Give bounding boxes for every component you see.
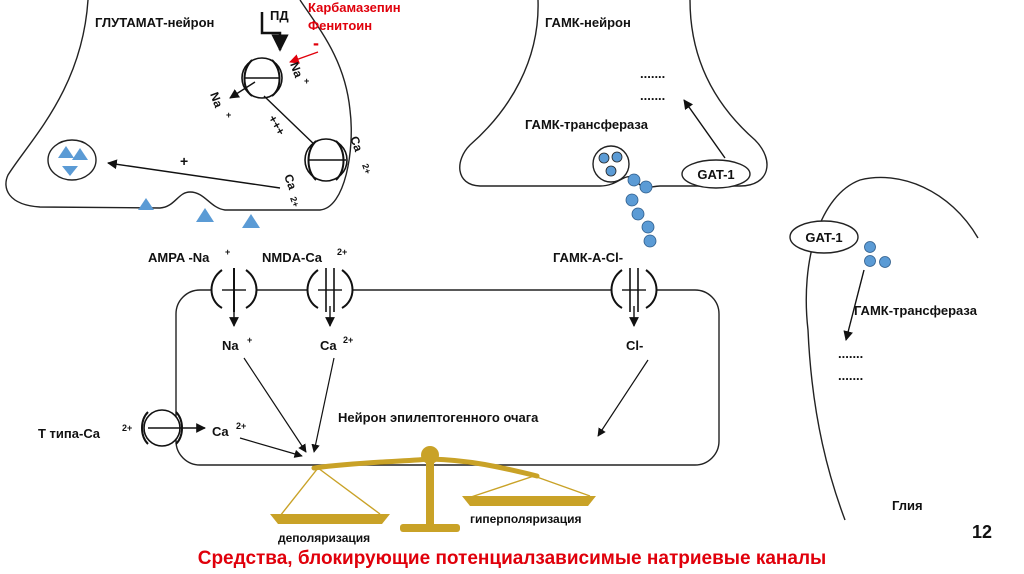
ca-to-vesicle-arrow	[107, 159, 281, 189]
gaba-dots-2: .......	[640, 88, 665, 103]
na-to-balance-arrow	[243, 357, 307, 453]
depolarization-link	[263, 95, 319, 149]
glutamate-vesicle	[47, 139, 97, 181]
epileptogenic-neuron-label: Нейрон эпилептогенного очага	[338, 410, 539, 425]
gaba-dots-1: .......	[640, 66, 665, 81]
na-left-sup: +	[226, 110, 231, 120]
nmda-receptor-sup: 2+	[337, 247, 347, 257]
gaba-neuron-title: ГАМК-нейрон	[545, 15, 631, 30]
pd-label: ПД	[270, 8, 289, 23]
drug-inhibition-arrow	[289, 51, 319, 64]
ampa-receptor-label: AMPA -Na	[148, 250, 210, 265]
na-top-sup: +	[304, 76, 309, 86]
ca-right-label: Ca	[347, 134, 366, 154]
gaba-a-receptor-label: ГАМК-А-Cl-	[553, 250, 623, 265]
t-type-ca-label: Т типа-Ca	[38, 426, 101, 441]
na-top-label: Na	[287, 60, 306, 80]
gaba-transferase-label: ГАМК-трансфераза	[525, 117, 649, 132]
post-na-label: Na	[222, 338, 239, 353]
glia-label: Глия	[892, 498, 923, 513]
gaba-vesicle	[592, 145, 630, 183]
plus-label: +	[180, 153, 188, 169]
post-ca-sup: 2+	[343, 335, 353, 345]
nmda-channel-icon	[306, 268, 354, 312]
gaba-molecule	[864, 241, 876, 253]
page-number: 12	[972, 522, 992, 542]
ca-channel-icon	[304, 138, 348, 182]
glia-dots-2: .......	[838, 368, 863, 383]
gaba-molecule	[627, 173, 641, 187]
na-left-label: Na	[207, 90, 226, 110]
gat1-to-transferase-arrow	[683, 99, 726, 159]
depolarization-label: деполяризация	[278, 531, 370, 545]
glutamate-molecule	[196, 208, 214, 222]
nmda-receptor-label: NMDA-Ca	[262, 250, 323, 265]
post-na-sup: +	[247, 335, 252, 345]
post-cl-label: Cl-	[626, 338, 643, 353]
gaba-a-channel-icon	[610, 268, 658, 312]
drug-carbamazepine: Карбамазепин	[308, 0, 401, 15]
glutamate-neuron-outline	[5, 0, 352, 211]
t-ca-sup: 2+	[236, 421, 246, 431]
ampa-channel-icon	[210, 268, 258, 312]
ca-bottom-sup: 2+	[288, 195, 301, 208]
tca-to-balance-arrow	[239, 437, 303, 458]
ampa-receptor-sup: +	[225, 247, 230, 257]
ca-to-balance-arrow	[311, 357, 335, 453]
glutamate-neuron-title: ГЛУТАМАТ-нейрон	[95, 15, 214, 30]
gaba-molecule	[643, 234, 657, 248]
na-channel-icon	[241, 57, 283, 99]
glia-transferase-label: ГАМК-трансфераза	[854, 303, 978, 318]
glia-uptake-arrow	[843, 269, 865, 341]
gaba-molecule	[641, 220, 655, 234]
gaba-molecule	[879, 256, 891, 268]
post-ca-label: Ca	[320, 338, 337, 353]
t-ca-label: Ca	[212, 424, 229, 439]
hyperpolarization-label: гиперполяризация	[470, 512, 581, 526]
glia-dots-1: .......	[838, 346, 863, 361]
drug-minus-sign: -	[313, 33, 319, 53]
gat1-glia-label: GAT-1	[805, 230, 842, 245]
drug-phenytoin: Фенитоин	[308, 18, 372, 33]
cl-to-membrane-arrow	[597, 359, 649, 437]
balance-scale-icon	[270, 446, 596, 532]
ca-right-sup: 2+	[360, 162, 373, 175]
pd-step-arrow	[260, 12, 289, 52]
gat1-neuron-bubble	[681, 159, 751, 189]
gaba-molecule	[625, 193, 639, 207]
glutamate-molecule	[242, 214, 260, 228]
na-influx-arrow	[229, 81, 256, 99]
postsynaptic-neuron-outline	[175, 289, 720, 466]
gat1-glia-bubble	[789, 220, 859, 254]
glutamate-molecule	[138, 198, 154, 210]
ca-bottom-label: Ca	[281, 172, 300, 192]
gaba-molecule	[864, 255, 876, 267]
gaba-molecule	[639, 180, 653, 194]
t-type-ca-sup: 2+	[122, 423, 132, 433]
gat1-neuron-label: GAT-1	[697, 167, 734, 182]
slide-footer-title: Средства, блокирующие потенциалзависимые…	[198, 548, 827, 569]
gaba-molecule	[631, 207, 645, 221]
